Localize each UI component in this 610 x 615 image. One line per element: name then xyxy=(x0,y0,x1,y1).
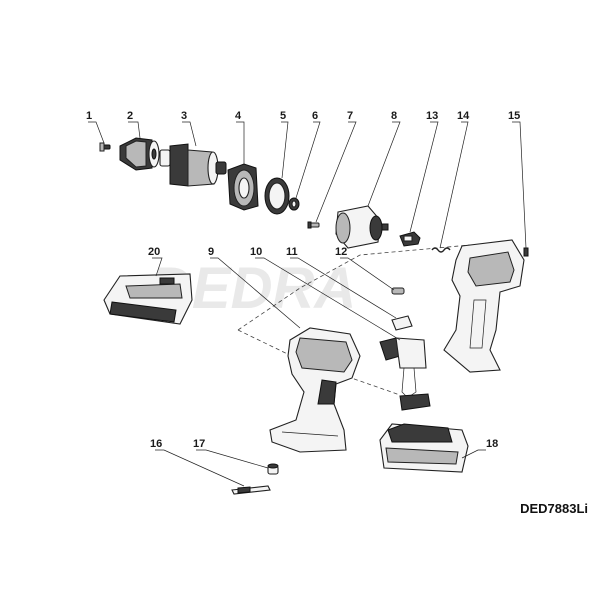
part-17-bit-holder xyxy=(267,463,279,475)
part-15-housing-screw xyxy=(523,247,529,257)
callout-10: 10 xyxy=(250,246,262,258)
leader-lines xyxy=(88,121,527,487)
part-4-torque-ring xyxy=(227,163,259,211)
callout-12: 12 xyxy=(335,246,347,258)
callout-3: 3 xyxy=(181,110,187,122)
callout-16: 16 xyxy=(150,438,162,450)
part-6-washer xyxy=(288,197,300,211)
callout-9: 9 xyxy=(208,246,214,258)
callout-15: 15 xyxy=(508,110,520,122)
part-3-gearbox xyxy=(159,143,227,187)
part-12-direction-lever xyxy=(391,287,405,295)
part-5-ring-gear xyxy=(264,177,290,215)
callout-6: 6 xyxy=(312,110,318,122)
callout-8: 8 xyxy=(391,110,397,122)
part-20-battery-cover xyxy=(103,273,193,325)
part-13-forward-reverse-slider xyxy=(399,231,421,247)
part-8-motor xyxy=(335,205,389,249)
part-9-housing xyxy=(269,327,361,453)
callout-13: 13 xyxy=(426,110,438,122)
part-11-switch-plate xyxy=(391,315,413,331)
callout-5: 5 xyxy=(280,110,286,122)
part-1-chuck-screw xyxy=(99,142,111,152)
callout-20: 20 xyxy=(148,246,160,258)
part-18-battery-pack xyxy=(379,423,469,473)
callout-18: 18 xyxy=(486,438,498,450)
callout-7: 7 xyxy=(347,110,353,122)
part-10-trigger-switch xyxy=(379,337,431,411)
part-14-spring xyxy=(431,247,451,253)
part-2-drill-chuck xyxy=(119,137,160,171)
callout-labels: 1 2 3 4 5 6 7 8 13 14 15 20 9 10 11 12 1… xyxy=(86,110,520,450)
callout-2: 2 xyxy=(127,110,133,122)
assembly-guides xyxy=(237,244,471,396)
callout-1: 1 xyxy=(86,110,92,122)
part-16-screwdriver-bit xyxy=(231,485,271,495)
callout-17: 17 xyxy=(193,438,205,450)
part-7-screw xyxy=(307,221,320,229)
callout-11: 11 xyxy=(286,246,298,258)
callout-14: 14 xyxy=(457,110,470,122)
callout-4: 4 xyxy=(235,110,242,122)
housing-left-half xyxy=(443,239,525,373)
model-code: DED7883Li xyxy=(520,501,588,516)
